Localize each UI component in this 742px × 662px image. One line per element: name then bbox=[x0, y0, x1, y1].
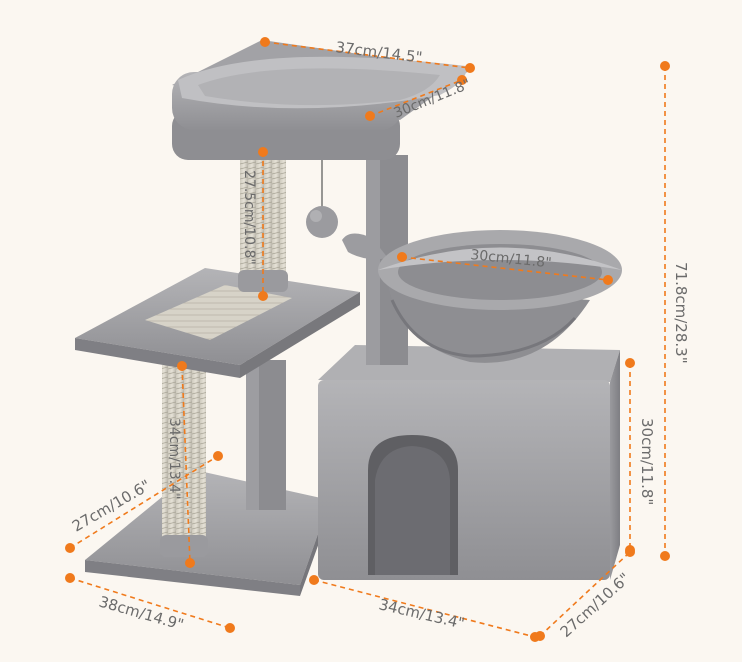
label-post-height: 27.5cm/10.8" bbox=[241, 170, 257, 265]
label-base-width-left: 38cm/14.9" bbox=[97, 593, 186, 634]
label-lower-post: 34cm/13.4" bbox=[166, 418, 182, 499]
label-house-width: 34cm/13.4" bbox=[377, 595, 466, 632]
dimension-top-depth bbox=[365, 75, 467, 121]
dimension-lower-post bbox=[177, 361, 195, 568]
dimension-base-width-left bbox=[65, 573, 235, 633]
basket-bed bbox=[342, 230, 622, 363]
label-house-height: 30cm/11.8" bbox=[638, 418, 656, 505]
dimension-total-height bbox=[660, 61, 670, 561]
top-perch bbox=[172, 40, 470, 160]
label-total-height: 71.8cm/28.3" bbox=[672, 262, 690, 364]
dimension-base-depth-left bbox=[65, 451, 223, 553]
carpet-post bbox=[246, 360, 286, 510]
middle-platform bbox=[75, 268, 360, 378]
hanging-ball-toy bbox=[306, 160, 338, 238]
dimension-post-height bbox=[258, 147, 268, 301]
dimension-basket bbox=[397, 252, 613, 285]
dimension-top-width bbox=[260, 37, 475, 73]
house-condo bbox=[318, 345, 620, 580]
dimension-house-height bbox=[625, 358, 635, 555]
